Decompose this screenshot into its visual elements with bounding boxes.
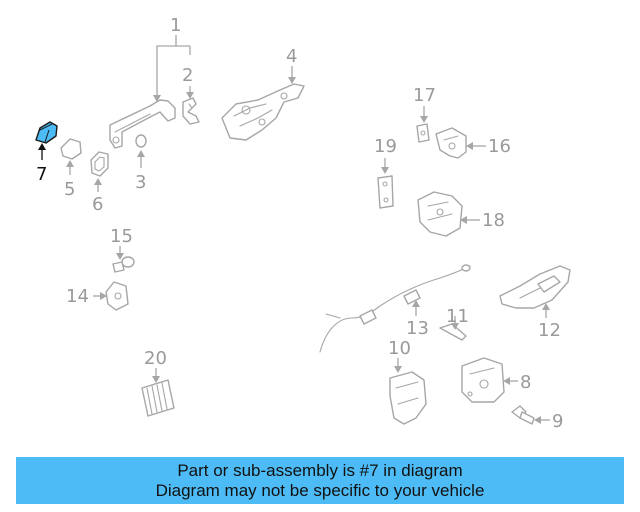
arrow-14 [100,292,107,300]
callout-17[interactable]: 17 [413,85,436,106]
info-line-2: Diagram may not be specific to your vehi… [155,480,485,500]
part-2[interactable] [182,97,200,125]
callout-6[interactable]: 6 [92,194,103,215]
arrow-17 [420,116,428,123]
part-9[interactable] [511,405,535,425]
arrow-6 [94,178,102,185]
arrow-20 [152,376,160,383]
part-13[interactable] [319,264,471,353]
callout-4[interactable]: 4 [286,46,297,67]
part-18[interactable] [417,191,463,237]
part-20[interactable] [141,379,175,417]
callout-19[interactable]: 19 [374,136,397,157]
part-14[interactable] [105,281,129,311]
part-3[interactable] [135,134,147,148]
info-line-1: Part or sub-assembly is #7 in diagram [177,460,463,480]
part-8[interactable] [461,357,505,403]
part-16[interactable] [435,127,467,159]
callout-13[interactable]: 13 [406,318,429,339]
arrow-10 [394,366,402,373]
callout-7[interactable]: 7 [36,164,47,185]
callout-1[interactable]: 1 [170,15,181,36]
part-7-highlighted[interactable] [35,121,58,144]
part-11[interactable] [439,323,467,341]
part-17[interactable] [416,123,430,143]
arrow-4 [288,77,296,84]
callout-9[interactable]: 9 [552,411,563,432]
arrow-18 [460,216,467,224]
part-12[interactable] [499,265,571,309]
callout-3[interactable]: 3 [135,172,146,193]
callout-2[interactable]: 2 [182,65,193,86]
part-4[interactable] [221,83,305,141]
callout-18[interactable]: 18 [482,210,505,231]
callout-11[interactable]: 11 [446,306,469,327]
arrow-7 [38,143,46,150]
leader-1 [156,45,190,96]
callout-14[interactable]: 14 [66,286,89,307]
part-5[interactable] [60,138,82,160]
callout-20[interactable]: 20 [144,348,167,369]
arrow-9 [534,416,541,424]
arrow-13 [412,300,420,307]
arrow-3 [137,150,145,157]
arrow-15 [116,253,124,260]
arrow-2 [186,92,194,99]
part-1[interactable] [109,99,176,149]
callout-16[interactable]: 16 [488,136,511,157]
parts-diagram: 7 5 6 1 2 3 4 [35,15,571,432]
part-15[interactable] [112,256,135,273]
info-banner: Part or sub-assembly is #7 in diagram Di… [16,457,624,504]
arrow-16 [466,142,473,150]
callout-10[interactable]: 10 [388,338,411,359]
callout-8[interactable]: 8 [520,372,531,393]
arrow-12 [542,303,550,310]
callout-5[interactable]: 5 [64,179,75,200]
arrow-19 [381,167,389,174]
callout-15[interactable]: 15 [110,226,133,247]
part-10[interactable] [389,371,427,425]
arrow-11 [451,323,459,330]
arrow-1 [153,95,161,102]
arrow-8 [503,377,510,385]
callout-12[interactable]: 12 [538,320,561,341]
arrow-5 [66,160,74,167]
part-6[interactable] [90,151,109,177]
part-19[interactable] [377,175,394,209]
